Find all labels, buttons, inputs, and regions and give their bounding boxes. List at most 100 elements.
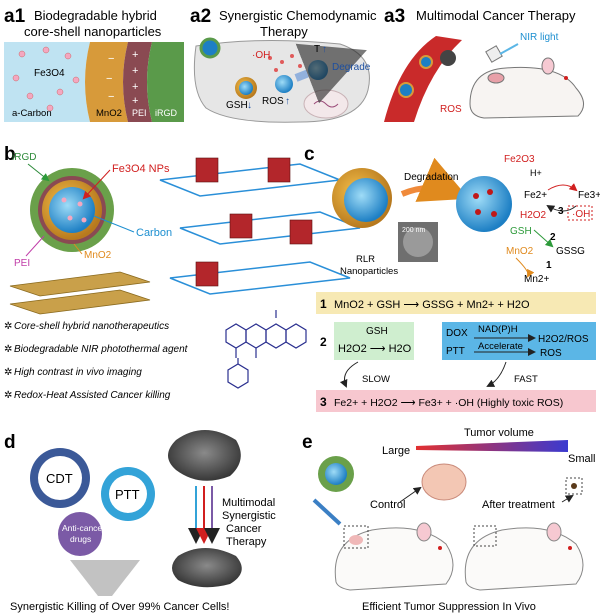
c-fe2o3-label: Fe2O3 xyxy=(504,154,535,165)
e-after-label: After treatment xyxy=(482,499,555,511)
a3-ros-label: ROS xyxy=(440,104,462,115)
c-mno2-label: MnO2 xyxy=(506,246,534,257)
a3-mouse-ear xyxy=(541,57,555,75)
panel-d: d CDT PTT Anti-cancer drugs Multimodal S… xyxy=(4,430,276,613)
e-mouse-control xyxy=(334,522,454,591)
c-num2: 2 xyxy=(550,232,556,243)
d-therapy-line2: Synergistic xyxy=(222,510,276,522)
c-fe-dots xyxy=(473,189,497,217)
e-caption: Efficient Tumor Suppression In Vivo xyxy=(362,601,536,613)
a2-t-arrow: ↑ xyxy=(322,44,327,55)
b-carbon-lattice xyxy=(159,163,361,295)
a3-particle-2 xyxy=(419,55,433,69)
e-small-tumor-box xyxy=(565,477,583,495)
a1-charge-marks: ++++ −−− xyxy=(106,49,138,107)
c-slow-label: SLOW xyxy=(362,374,390,385)
b-mno2-sheets xyxy=(9,271,151,315)
e-control-label: Control xyxy=(370,499,405,511)
c-fe2-label: Fe2+ xyxy=(524,190,547,201)
panel-c-label: c xyxy=(304,144,315,165)
b-irgd-pointer xyxy=(27,163,50,182)
e-mouse-treated xyxy=(464,522,584,591)
svg-text:+: + xyxy=(132,49,138,61)
a3-tumor-site xyxy=(487,72,505,84)
c-tem-scale: 200 nm xyxy=(402,227,426,234)
c-rlr-label: RLR xyxy=(356,254,375,265)
b-irgd-label: iRGD xyxy=(12,152,36,163)
panel-a2-title-line1: Synergistic Chemodynamic xyxy=(219,8,377,23)
panel-e-label: e xyxy=(302,432,313,453)
e-small-tumor xyxy=(571,483,577,489)
b-bullet-4: Redox-Heat Assisted Cancer killing xyxy=(14,390,171,401)
a1-mno2-label: MnO2 xyxy=(96,108,122,119)
c-accelerate-label: Accelerate xyxy=(478,341,523,352)
panel-c: c Degradation 200 nm RLR Nanoparticles F… xyxy=(304,144,600,412)
c-num3: 3 xyxy=(558,206,564,217)
e-syringe xyxy=(312,498,342,526)
c-eq2-num: 2 xyxy=(320,335,327,349)
a3-mouse-eye xyxy=(564,76,568,80)
d-therapy-arrows xyxy=(188,486,220,544)
c-oh-box xyxy=(567,205,593,221)
a2-oh-label: ·OH xyxy=(252,50,270,61)
panel-d-label: d xyxy=(4,432,16,453)
a2-oh-dots xyxy=(268,54,302,72)
a3-particle-1 xyxy=(398,82,414,98)
c-fe3-label: Fe3+ xyxy=(578,190,600,201)
a1-irgd-label: iRGD xyxy=(155,108,177,118)
c-gsh-label: GSH xyxy=(510,226,532,237)
panel-a2-label: a2 xyxy=(190,6,211,27)
a3-mouse-body xyxy=(469,66,584,119)
svg-text:−: − xyxy=(108,91,114,103)
a1-pei-label: PEI xyxy=(132,108,147,118)
c-fast-arrow xyxy=(486,361,507,387)
c-slow-arrow xyxy=(339,361,359,388)
c-nadph-label: NAD(P)H xyxy=(478,324,518,335)
a3-laser-icon xyxy=(485,45,503,63)
c-eq3: Fe2+ + H2O2 ⟶ Fe3+ + ·OH (Highly toxic R… xyxy=(334,397,563,409)
c-num1: 1 xyxy=(546,260,552,271)
e-volume-wedge xyxy=(416,440,568,452)
b-carbon-label: Carbon xyxy=(136,227,172,239)
a2-gsh-label: GSH xyxy=(226,100,248,111)
e-after-arrow xyxy=(561,494,574,503)
c-gsh-arrow xyxy=(533,229,554,248)
c-particle-core xyxy=(344,178,388,222)
panel-b-label: b xyxy=(4,144,16,165)
b-pei-label: PEI xyxy=(14,258,30,269)
a2-particle-degraded xyxy=(275,75,293,93)
b-fe3o4-dots xyxy=(61,197,87,223)
a1-fe3o4-dots xyxy=(12,46,80,112)
c-eq3-box xyxy=(316,390,596,412)
c-eq2: H2O2 ⟶ H2O xyxy=(338,343,412,355)
d-cdt-label: CDT xyxy=(46,471,73,486)
b-bullet-list: Core-shell hybrid nanotherapeutics Biode… xyxy=(4,321,189,401)
d-cancer-cell-bottom xyxy=(172,548,242,588)
c-eq1: MnO2 + GSH ⟶ GSSG + Mn2+ + H2O xyxy=(334,299,530,311)
c-oh-label: ·OH xyxy=(572,209,590,220)
c-eq2-gsh: GSH xyxy=(366,326,388,337)
c-cycle-arrow-bottom xyxy=(546,204,577,213)
b-bullet-2: Biodegradable NIR photothermal agent xyxy=(14,344,189,355)
d-caption: Synergistic Killing of Over 99% Cancer C… xyxy=(10,601,229,613)
b-bullet-stars: ✲✲✲✲ xyxy=(4,321,12,401)
b-mno2-pointer xyxy=(73,243,83,255)
a1-fe3o4-label: Fe3O4 xyxy=(34,68,65,79)
svg-text:✲: ✲ xyxy=(4,367,12,378)
c-eq2-box xyxy=(334,322,414,360)
e-control-arrow xyxy=(399,486,422,503)
c-ros-label: ROS xyxy=(540,348,562,359)
a2-degrade-label: Degrade xyxy=(332,62,371,73)
b-fe3o4-crystals xyxy=(195,157,313,287)
a2-particle-core xyxy=(239,81,253,95)
svg-text:✲: ✲ xyxy=(4,321,12,332)
d-therapy-line1: Multimodal xyxy=(222,497,275,509)
b-carbon-pointer xyxy=(93,215,135,233)
panel-a3-label: a3 xyxy=(384,6,405,27)
b-bullet-1: Core-shell hybrid nanotherapeutics xyxy=(14,321,169,332)
panel-a1-label: a1 xyxy=(4,6,26,27)
panel-a1-title-line1: Biodegradable hybrid xyxy=(34,8,157,23)
svg-text:✲: ✲ xyxy=(4,390,12,401)
a1-pei-layer xyxy=(123,42,152,122)
